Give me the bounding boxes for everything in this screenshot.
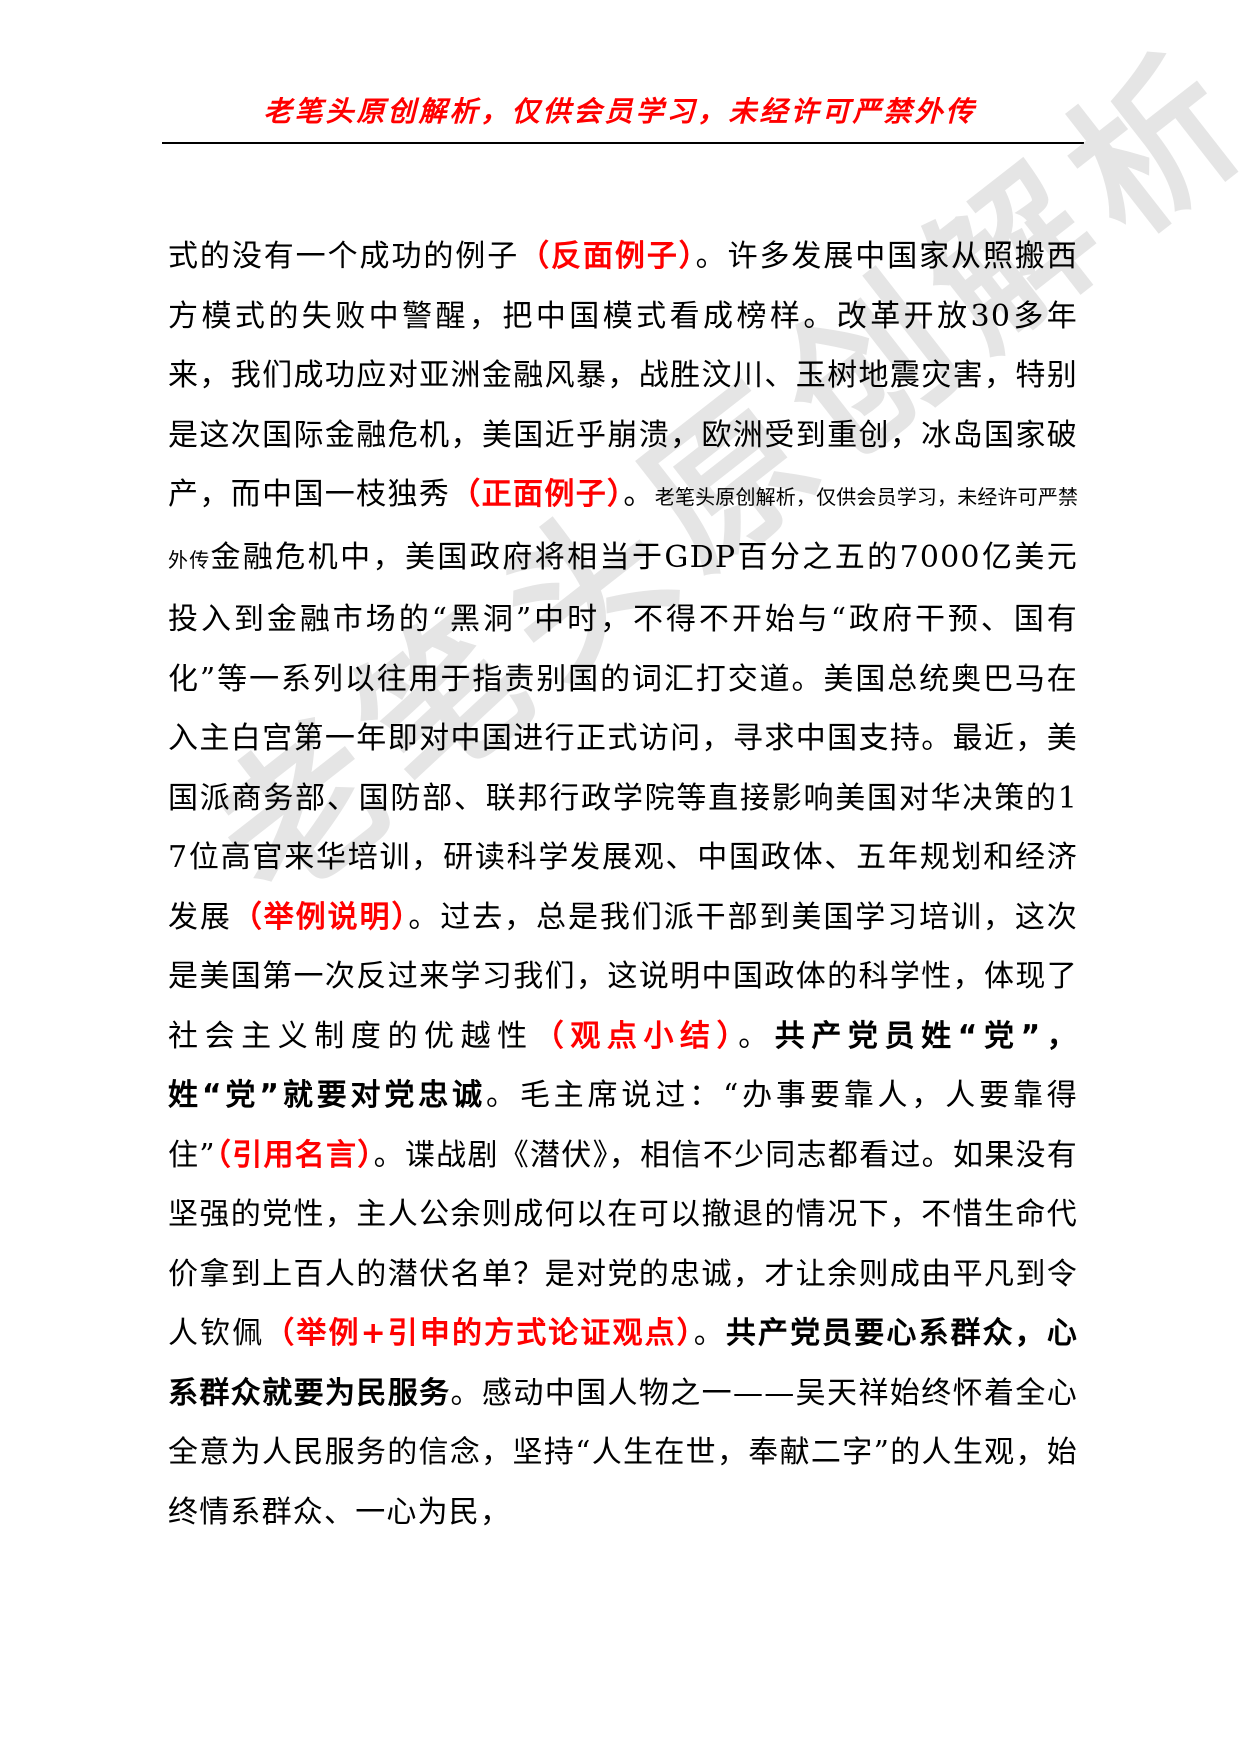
text-segment: 式的没有一个成功的例子 [168,239,520,274]
body-paragraph: 式的没有一个成功的例子（反面例子）。许多发展中国家从照搬西方模式的失败中警醒，把… [168,227,1078,1542]
annotation-illustration: （举例说明） [231,899,409,935]
text-segment: 。许多发展中国家从照搬西方模式的失败中警醒，把中国模式看成榜样。改革开放30多年… [168,239,1079,512]
inline-copyright-notice: 老笔头原创解析，仅供会员学习，未经许可严禁外传 [168,485,1079,572]
annotation-summary: （观点小结） [533,1018,739,1054]
header-divider [162,142,1084,144]
text-segment: 。 [693,1316,726,1351]
annotation-argument-method: （举例+引申的方式论证观点） [264,1316,694,1351]
text-segment: 。过去，总是我们派干部到美国学习培训，这次是美国第一次反过来学习我们，这说明中国… [168,899,1078,1054]
annotation-quotation: （引用名言） [215,1137,374,1173]
bold-thesis-loyalty: 共产党员姓“党”，姓“党”就要对党忠诚 [168,1018,1079,1114]
text-segment: 。谍战剧《潜伏》，相信不少同志都看过。如果没有坚强的党性，主人公余则成何以在可以… [168,1137,1078,1352]
text-segment: 。毛主席说过：“办事要靠人，人要靠得住” [168,1078,1079,1173]
text-segment: 。感动中国人物之一——吴天祥始终怀着全心全意为人民服务的信念，坚持“人生在世，奉… [168,1375,1078,1530]
text-segment: 。 [623,477,655,512]
bold-thesis-service: 共产党员要心系群众，心系群众就要为民服务 [168,1316,1079,1411]
text-segment: 金融危机中，美国政府将相当于GDP百分之五的7000亿美元投入到金融市场的“黑洞… [168,539,1078,935]
annotation-negative-example: （反面例子） [519,239,696,274]
text-segment: 。 [738,1018,775,1054]
document-header: 老笔头原创解析，仅供会员学习，未经许可严禁外传 [263,95,977,128]
annotation-positive-example: （正面例子） [450,477,624,512]
